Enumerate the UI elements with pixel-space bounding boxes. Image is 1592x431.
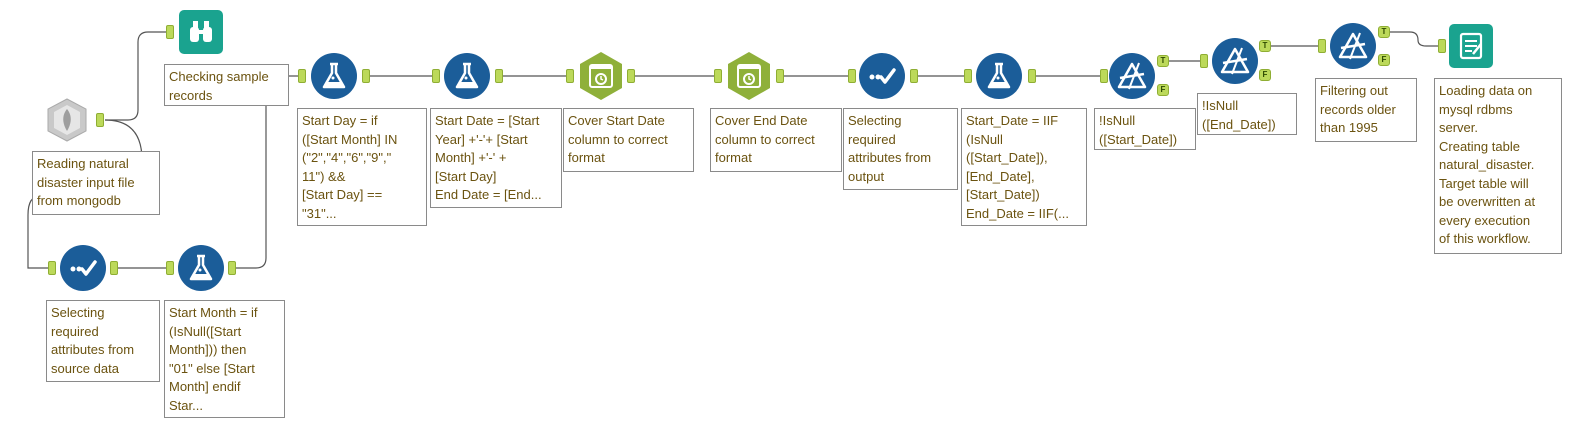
output-icon[interactable]: [1449, 24, 1493, 68]
output-anchor[interactable]: [96, 113, 104, 127]
input-anchor[interactable]: [1200, 54, 1208, 68]
input-anchor[interactable]: [298, 69, 306, 83]
input-anchor[interactable]: [432, 69, 440, 83]
input-anchor[interactable]: [48, 261, 56, 275]
input-anchor[interactable]: [566, 69, 574, 83]
input-anchor[interactable]: [1438, 39, 1446, 53]
output-anchor[interactable]: [495, 69, 503, 83]
filter-icon[interactable]: [1212, 38, 1258, 84]
mongodb-input-icon[interactable]: [44, 97, 90, 143]
input-anchor[interactable]: [166, 25, 174, 39]
select-icon[interactable]: [60, 245, 106, 291]
true-anchor[interactable]: T: [1259, 40, 1271, 52]
false-anchor[interactable]: F: [1157, 84, 1169, 96]
input-anchor[interactable]: [1100, 69, 1108, 83]
select-icon[interactable]: [859, 53, 905, 99]
tool-annotation: Cover End Date column to correct format: [710, 108, 842, 172]
output-anchor[interactable]: [910, 69, 918, 83]
tool-annotation: Selecting required attributes from sourc…: [46, 300, 160, 382]
tool-annotation: Start Day = if ([Start Month] IN ("2","4…: [297, 108, 427, 226]
formula-icon[interactable]: [444, 53, 490, 99]
filter-icon[interactable]: [1330, 23, 1376, 69]
tool-annotation: Loading data on mysql rdbms server. Crea…: [1434, 78, 1562, 254]
formula-icon[interactable]: [976, 53, 1022, 99]
tool-annotation: Selecting required attributes from outpu…: [843, 108, 958, 190]
tool-annotation: !IsNull ([End_Date]): [1197, 93, 1297, 135]
tool-annotation: Checking sample records: [164, 64, 289, 106]
true-anchor[interactable]: T: [1157, 55, 1169, 67]
input-anchor[interactable]: [1318, 39, 1326, 53]
false-anchor[interactable]: F: [1378, 54, 1390, 66]
formula-icon[interactable]: [311, 53, 357, 99]
input-anchor[interactable]: [166, 261, 174, 275]
output-anchor[interactable]: [627, 69, 635, 83]
tool-annotation: !IsNull ([Start_Date]): [1094, 108, 1196, 150]
datetime-icon[interactable]: [576, 51, 626, 101]
tool-annotation: Cover Start Date column to correct forma…: [563, 108, 694, 172]
output-anchor[interactable]: [110, 261, 118, 275]
tool-annotation: Reading natural disaster input file from…: [32, 151, 160, 215]
filter-icon[interactable]: [1109, 53, 1155, 99]
input-anchor[interactable]: [964, 69, 972, 83]
datetime-icon[interactable]: [724, 51, 774, 101]
output-anchor[interactable]: [362, 69, 370, 83]
output-anchor[interactable]: [228, 261, 236, 275]
input-anchor[interactable]: [848, 69, 856, 83]
tool-annotation: Filtering out records older than 1995: [1315, 78, 1417, 142]
formula-icon[interactable]: [178, 245, 224, 291]
tool-annotation: Start_Date = IIF (IsNull ([Start_Date]),…: [961, 108, 1087, 226]
output-anchor[interactable]: [776, 69, 784, 83]
tool-annotation: Start Month = if (IsNull([Start Month]))…: [164, 300, 285, 418]
input-anchor[interactable]: [714, 69, 722, 83]
tool-annotation: Start Date = [Start Year] +'-'+ [Start M…: [430, 108, 562, 208]
output-anchor[interactable]: [1028, 69, 1036, 83]
false-anchor[interactable]: F: [1259, 69, 1271, 81]
binoculars-icon[interactable]: [179, 10, 223, 54]
true-anchor[interactable]: T: [1378, 26, 1390, 38]
